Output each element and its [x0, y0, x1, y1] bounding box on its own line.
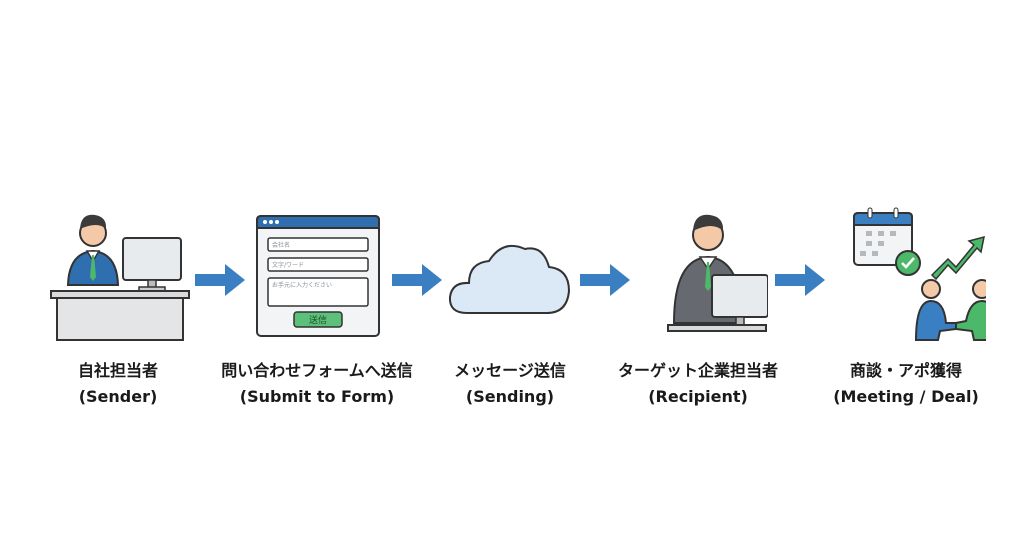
- checkmark-icon: [895, 250, 921, 276]
- arrow-right-icon: [392, 264, 442, 296]
- contact-form-window: 会社名 文字/ワード お手元に入力ください 送信: [256, 215, 380, 337]
- company-name-field[interactable]: 会社名: [272, 241, 290, 249]
- label-en: (Submit to Form): [239, 387, 395, 406]
- label-ja: 自社担当者: [77, 361, 158, 380]
- step-label-recipient: ターゲット企業担当者 (Recipient): [588, 358, 808, 410]
- label-en: (Sending): [465, 387, 555, 406]
- label-ja: ターゲット企業担当者: [617, 361, 778, 380]
- step-sender: [18, 205, 218, 345]
- message-field[interactable]: お手元に入力ください: [272, 281, 332, 289]
- arrow-right-icon: [195, 264, 245, 296]
- growth-arrow-icon: [930, 235, 985, 281]
- label-ja: メッセージ送信: [454, 361, 566, 380]
- label-en: (Recipient): [648, 387, 748, 406]
- step-label-sender: 自社担当者 (Sender): [8, 358, 228, 410]
- submit-button-label: 送信: [309, 314, 327, 326]
- step-label-submit: 問い合わせフォームへ送信 (Submit to Form): [207, 358, 427, 410]
- step-label-sending: メッセージ送信 (Sending): [400, 358, 620, 410]
- label-ja: 問い合わせフォームへ送信: [221, 361, 413, 380]
- sender-at-desk-icon: [50, 214, 190, 341]
- label-en: (Meeting / Deal): [833, 387, 979, 406]
- submit-button[interactable]: [293, 311, 343, 328]
- arrow-right-icon: [775, 264, 825, 296]
- step-sending: [410, 205, 610, 345]
- step-label-meeting: 商談・アポ獲得 (Meeting / Deal): [796, 358, 1016, 410]
- label-ja: 商談・アポ獲得: [849, 361, 962, 380]
- calendar-icon: [853, 207, 913, 266]
- step-submit-form: 会社名 文字/ワード お手元に入力ください 送信: [217, 205, 417, 345]
- handshake-icon: [914, 279, 986, 341]
- arrow-right-icon: [580, 264, 630, 296]
- keyword-field[interactable]: 文字/ワード: [272, 261, 304, 269]
- recipient-at-desk-icon: [667, 214, 768, 332]
- step-meeting-deal: [806, 205, 1006, 345]
- step-recipient: [598, 205, 798, 345]
- label-en: (Sender): [78, 387, 158, 406]
- cloud-icon: [448, 245, 571, 314]
- meeting-deal-illustration: [853, 207, 986, 341]
